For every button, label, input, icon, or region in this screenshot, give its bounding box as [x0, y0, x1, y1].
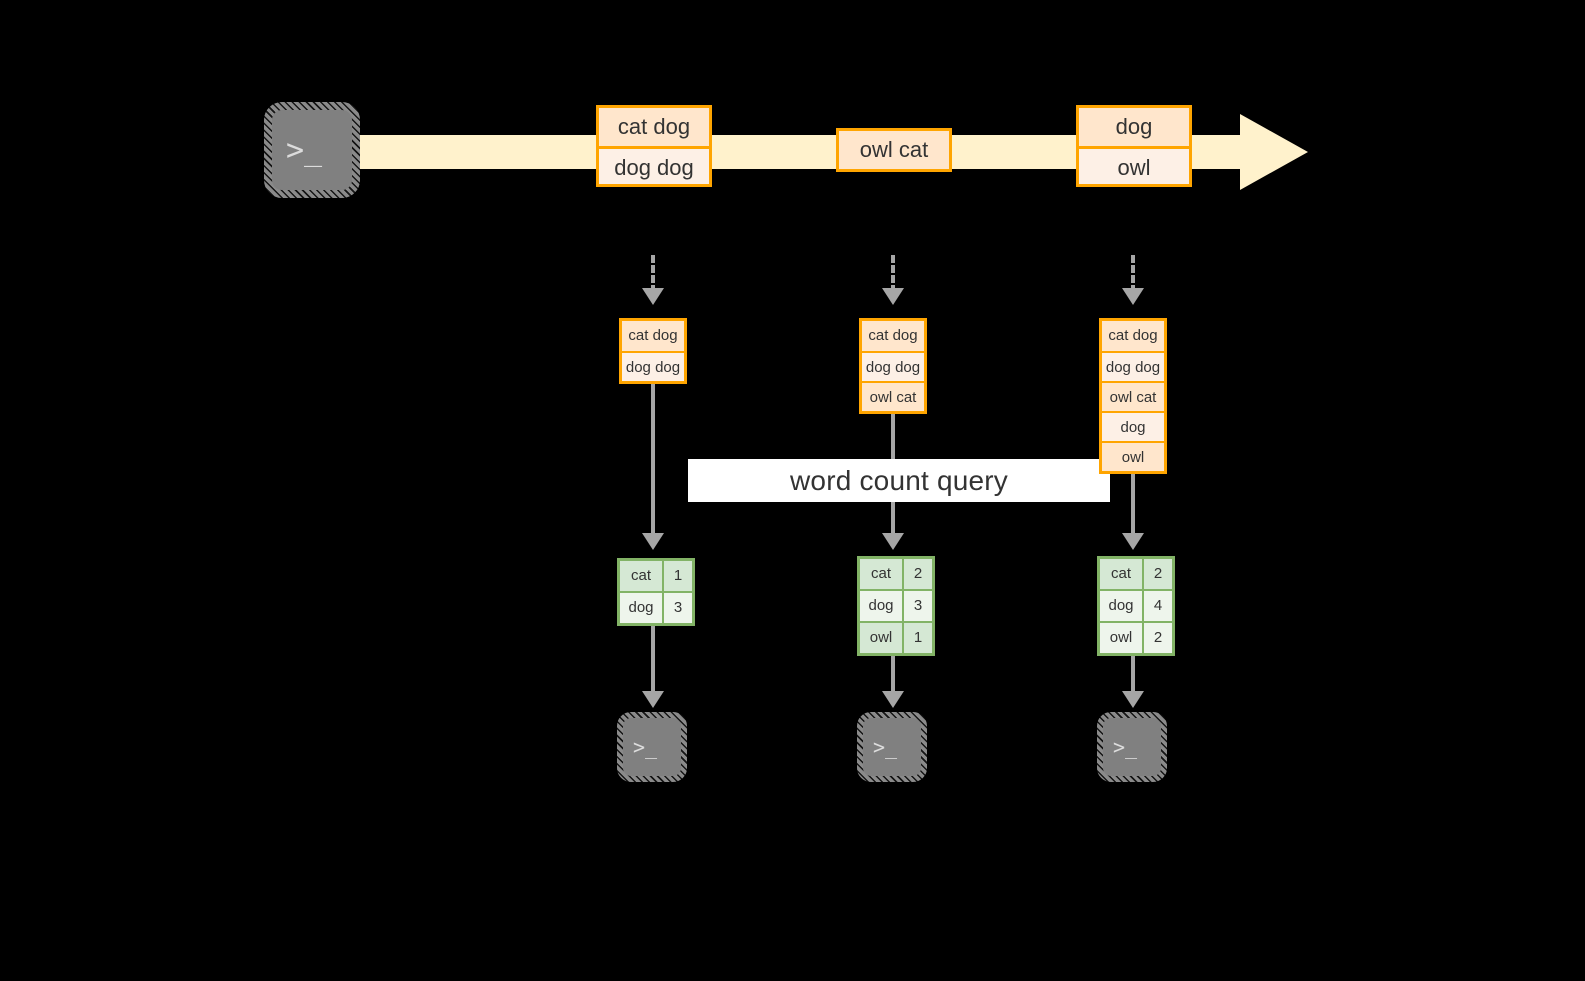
count-word: dog	[860, 591, 904, 621]
accumulated-input-line: dog dog	[862, 351, 924, 381]
stream-to-snapshot-connector-1	[651, 255, 655, 293]
table-row: owl 2	[1100, 621, 1172, 653]
sink-terminal-1[interactable]: >_	[615, 710, 689, 784]
table-row: dog 4	[1100, 589, 1172, 621]
accumulated-input-line: owl	[1102, 441, 1164, 471]
word-count-table-1[interactable]: cat 1 dog 3	[617, 558, 695, 626]
count-value: 3	[904, 591, 932, 621]
stream-event-2[interactable]: owl cat	[836, 128, 952, 172]
stream-to-snapshot-arrowhead-1	[642, 288, 664, 305]
query-arrowhead-2	[882, 533, 904, 550]
sink-connector-3	[1131, 653, 1135, 693]
count-word: cat	[860, 559, 904, 589]
stream-event-line: cat dog	[599, 108, 709, 146]
query-label-band: word count query	[688, 459, 1110, 502]
query-arrowhead-3	[1122, 533, 1144, 550]
word-count-table-2[interactable]: cat 2 dog 3 owl 1	[857, 556, 935, 656]
accumulated-input-2[interactable]: cat dog dog dog owl cat	[859, 318, 927, 414]
count-value: 1	[904, 623, 932, 653]
sink-arrowhead-1	[642, 691, 664, 708]
accumulated-input-line: cat dog	[1102, 321, 1164, 351]
count-word: cat	[620, 561, 664, 591]
accumulated-input-line: owl cat	[1102, 381, 1164, 411]
terminal-prompt-icon: >_	[1113, 735, 1138, 759]
table-row: dog 3	[620, 591, 692, 623]
stream-event-line: dog	[1079, 108, 1189, 146]
table-row: cat 1	[620, 561, 692, 591]
sink-arrowhead-3	[1122, 691, 1144, 708]
table-row: dog 3	[860, 589, 932, 621]
terminal-prompt-icon: >_	[286, 133, 323, 168]
source-terminal[interactable]: >_	[262, 100, 362, 200]
query-label: word count query	[790, 464, 1008, 496]
query-connector-1	[651, 382, 655, 535]
terminal-prompt-icon: >_	[873, 735, 898, 759]
query-arrowhead-1	[642, 533, 664, 550]
accumulated-input-line: cat dog	[862, 321, 924, 351]
count-word: owl	[860, 623, 904, 653]
stream-to-snapshot-arrowhead-2	[882, 288, 904, 305]
accumulated-input-1[interactable]: cat dog dog dog	[619, 318, 687, 384]
sink-terminal-2[interactable]: >_	[855, 710, 929, 784]
accumulated-input-line: dog dog	[1102, 351, 1164, 381]
query-connector-3	[1131, 472, 1135, 535]
count-value: 2	[1144, 559, 1172, 589]
accumulated-input-3[interactable]: cat dog dog dog owl cat dog owl	[1099, 318, 1167, 474]
stream-event-line: owl cat	[839, 131, 949, 169]
terminal-prompt-icon: >_	[633, 735, 658, 759]
table-row: cat 2	[860, 559, 932, 589]
stream-arrow	[360, 114, 1308, 190]
accumulated-input-line: owl cat	[862, 381, 924, 411]
count-value: 3	[664, 593, 692, 623]
accumulated-input-line: cat dog	[622, 321, 684, 351]
accumulated-input-line: dog dog	[622, 351, 684, 381]
count-value: 4	[1144, 591, 1172, 621]
count-value: 2	[904, 559, 932, 589]
count-value: 2	[1144, 623, 1172, 653]
stream-event-line: owl	[1079, 146, 1189, 184]
stream-event-line: dog dog	[599, 146, 709, 184]
stream-to-snapshot-arrowhead-3	[1122, 288, 1144, 305]
stream-to-snapshot-connector-2	[891, 255, 895, 293]
stream-to-snapshot-connector-3	[1131, 255, 1135, 293]
count-value: 1	[664, 561, 692, 591]
sink-connector-2	[891, 653, 895, 693]
count-word: cat	[1100, 559, 1144, 589]
table-row: owl 1	[860, 621, 932, 653]
count-word: dog	[1100, 591, 1144, 621]
table-row: cat 2	[1100, 559, 1172, 589]
sink-terminal-3[interactable]: >_	[1095, 710, 1169, 784]
count-word: owl	[1100, 623, 1144, 653]
count-word: dog	[620, 593, 664, 623]
word-count-table-3[interactable]: cat 2 dog 4 owl 2	[1097, 556, 1175, 656]
stream-event-1[interactable]: cat dog dog dog	[596, 105, 712, 187]
sink-arrowhead-2	[882, 691, 904, 708]
accumulated-input-line: dog	[1102, 411, 1164, 441]
sink-connector-1	[651, 625, 655, 693]
stream-event-3[interactable]: dog owl	[1076, 105, 1192, 187]
